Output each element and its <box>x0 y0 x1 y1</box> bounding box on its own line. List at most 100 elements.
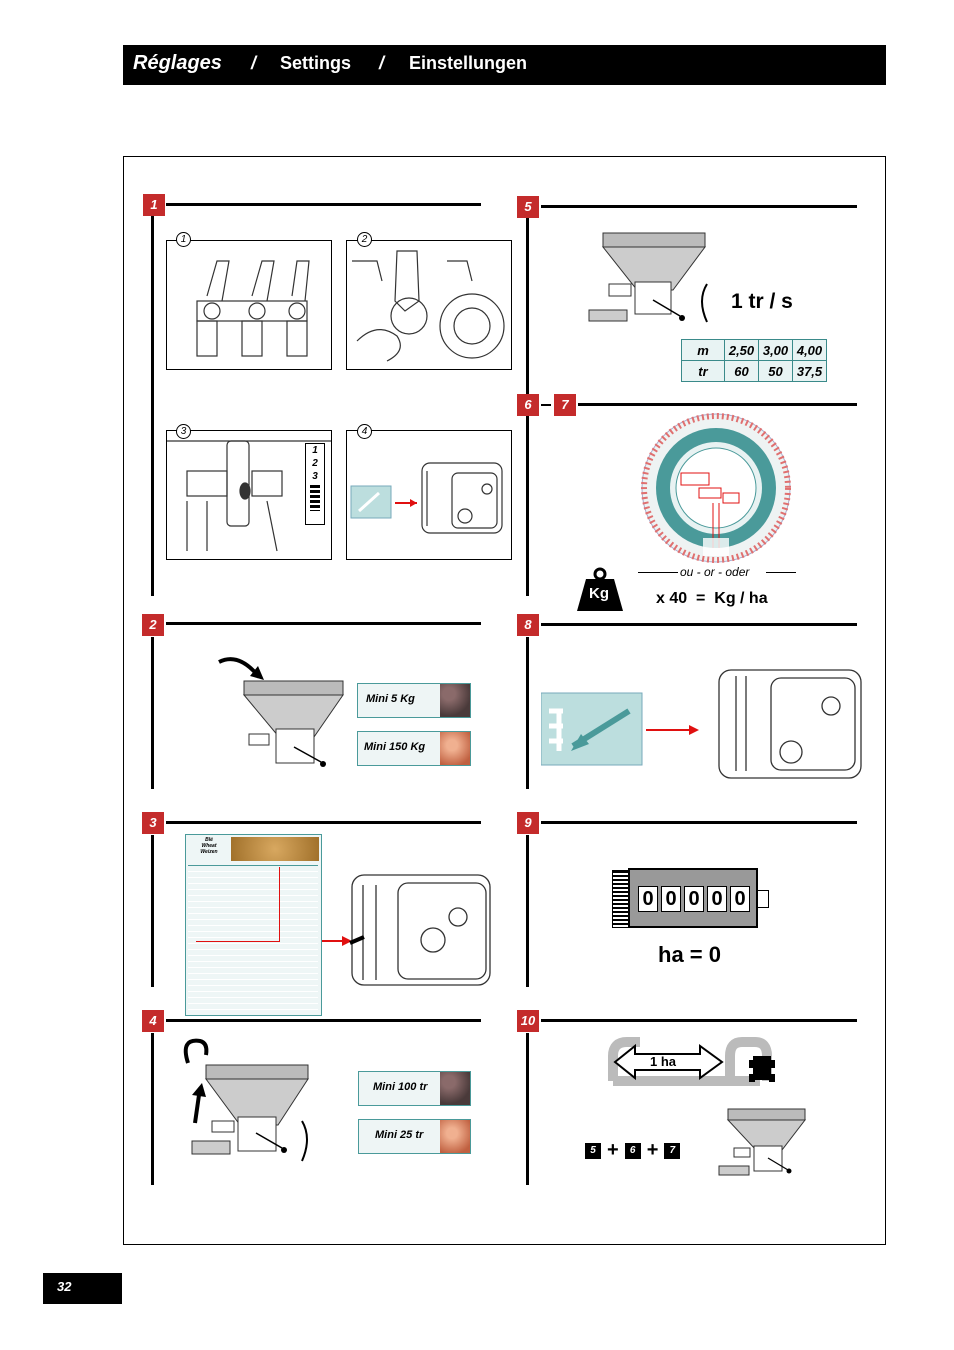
page-header: Réglages / Settings / Einstellungen <box>123 45 886 85</box>
step-rule <box>526 637 529 789</box>
table-cell: m <box>681 339 725 361</box>
title-en: Settings <box>280 53 352 73</box>
step-rule <box>541 623 857 626</box>
content-frame <box>123 156 886 1245</box>
counter-digit: 0 <box>661 886 681 912</box>
gearbox-8-drawing <box>541 669 862 779</box>
step-rule <box>151 1033 154 1185</box>
step-number-1: 1 <box>143 194 165 216</box>
wheat-photo <box>231 837 319 861</box>
formula: x 40 = Kg / ha <box>656 590 768 607</box>
chart-title: Blé Wheat Weizen <box>188 837 230 861</box>
lever-setting-drawing <box>167 440 331 552</box>
illustration-lever-setting: 1 2 3 <box>166 430 332 560</box>
scale-mark: 2 <box>312 458 318 469</box>
chart-title-fr: Blé <box>205 837 213 843</box>
tag-label: Mini 100 tr <box>373 1081 428 1093</box>
step-rule <box>151 835 154 987</box>
tag-label: Mini 150 Kg <box>364 741 426 753</box>
step-rule <box>578 403 857 406</box>
chart-title-en: Wheat <box>201 843 217 849</box>
min-quantity-tag-large: Mini 150 Kg <box>357 731 471 766</box>
seed-swatch <box>440 1072 470 1105</box>
step-number-3: 3 <box>142 812 164 834</box>
table-cell: 3,00 <box>758 339 793 361</box>
chart-pointer <box>196 941 280 942</box>
title-separator: / <box>251 53 257 73</box>
step-rule <box>541 821 857 824</box>
divider-line <box>766 572 796 573</box>
gearbox-drawing <box>350 462 503 534</box>
chart-grid <box>188 865 318 1011</box>
min-rotations-tag-large: Mini 25 tr <box>358 1119 471 1154</box>
table-cell: 60 <box>724 360 759 382</box>
table-cell: tr <box>681 360 725 382</box>
step-number-2: 2 <box>142 614 164 636</box>
calculation-disc <box>641 413 791 563</box>
gearbox-3-drawing <box>349 874 491 986</box>
step-rule <box>151 216 154 596</box>
hopper-5-drawing <box>588 232 708 323</box>
counter-pin <box>757 890 769 908</box>
scale-mark: 1 <box>312 445 318 456</box>
step-rule <box>526 835 529 987</box>
red-arrow <box>322 936 352 946</box>
counter-digit: 0 <box>684 886 704 912</box>
hectare-counter: 0 0 0 0 0 <box>628 868 758 928</box>
table-cell: 4,00 <box>792 339 827 361</box>
rate-label: 1 tr / s <box>731 290 793 313</box>
step-dash <box>541 404 551 406</box>
plus-sign: + <box>607 1139 619 1161</box>
or-label: ou - or - oder <box>680 565 750 579</box>
step-rule <box>526 1033 529 1185</box>
hopper-units-drawing <box>196 260 310 357</box>
seed-swatch <box>440 732 470 765</box>
hopper-2-drawing <box>218 657 344 767</box>
rotation-table: m 2,50 3,00 4,00 tr 60 50 37,5 <box>681 339 827 382</box>
step-rule <box>541 205 857 208</box>
illustration-gear-change <box>346 240 512 370</box>
sub-step-3: 3 <box>176 424 191 439</box>
table-cell: 37,5 <box>792 360 827 382</box>
table-cell: 2,50 <box>724 339 759 361</box>
table-row: m 2,50 3,00 4,00 <box>681 339 827 361</box>
weight-icon <box>577 567 623 611</box>
counter-digit: 0 <box>730 886 750 912</box>
title-fr: Réglages <box>133 52 222 74</box>
min-rotations-tag-small: Mini 100 tr <box>358 1071 471 1106</box>
step-number-9: 9 <box>517 812 539 834</box>
step-number-6: 6 <box>517 394 539 416</box>
step-rule <box>541 1019 857 1022</box>
chart-pointer <box>279 867 280 942</box>
step-rule <box>166 1019 481 1022</box>
step-rule <box>166 622 481 625</box>
step-rule <box>166 821 481 824</box>
gear-change-drawing <box>352 250 505 362</box>
sub-step-2: 2 <box>357 232 372 247</box>
table-row: tr 60 50 37,5 <box>681 360 827 382</box>
hopper-4-drawing <box>183 1038 309 1162</box>
divider-line <box>638 572 678 573</box>
weight-label: Kg <box>589 585 609 602</box>
step-ref-6: 6 <box>624 1142 641 1159</box>
step-rule <box>166 203 481 206</box>
speed-scale: 1 2 3 <box>305 443 325 525</box>
seed-swatch <box>440 684 470 717</box>
step-number-5: 5 <box>517 196 539 218</box>
counter-digits: 0 0 0 0 0 <box>638 886 750 912</box>
tag-label: Mini 5 Kg <box>366 693 415 705</box>
counter-digit: 0 <box>707 886 727 912</box>
step-number-10: 10 <box>517 1010 539 1032</box>
chart-title-de: Weizen <box>200 849 218 855</box>
min-quantity-tag-small: Mini 5 Kg <box>357 683 471 718</box>
hopper-10-drawing <box>718 1108 807 1176</box>
counter-result: ha = 0 <box>658 942 721 967</box>
plus-sign: + <box>646 1139 659 1161</box>
step-number-7: 7 <box>554 394 576 416</box>
step-reference-sum: 5 + 6 + 7 <box>585 1139 681 1162</box>
step-rule <box>151 637 154 789</box>
title-de: Einstellungen <box>409 53 528 73</box>
illustration-gearbox-check <box>346 430 512 560</box>
step-number-8: 8 <box>517 614 539 636</box>
step-number-4: 4 <box>142 1010 164 1032</box>
